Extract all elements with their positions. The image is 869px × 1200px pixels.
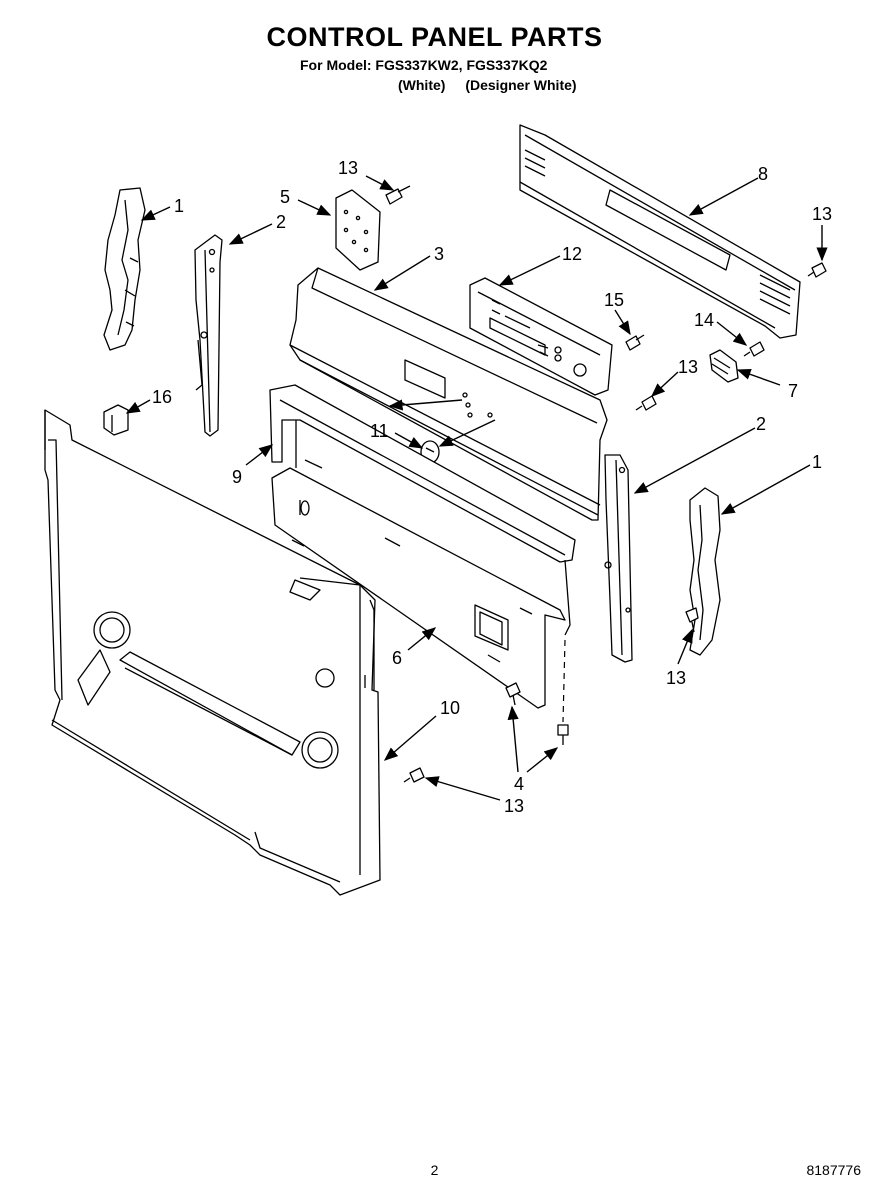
color-white: (White) [398, 77, 446, 93]
screw-part [557, 724, 569, 745]
callout-1-left: 1 [174, 196, 184, 216]
document-number: 8187776 [806, 1162, 861, 1178]
screw-part [403, 767, 425, 783]
screw-part [685, 607, 699, 633]
callout-13-mid: 13 [678, 357, 698, 377]
callout-1-right: 1 [812, 452, 822, 472]
callout-14: 14 [694, 310, 714, 330]
rear-trim-part [519, 124, 801, 339]
screw-part [625, 334, 645, 351]
color-variants: (White) (Designer White) [398, 77, 593, 93]
control-board-part [335, 189, 381, 271]
clip-part [103, 404, 129, 436]
callout-12: 12 [562, 244, 582, 264]
callout-labels: 1 2 13 5 3 12 8 13 15 14 13 7 16 11 9 2 … [152, 158, 832, 816]
model-line: For Model: FGS337KW2, FGS337KQ2 [300, 57, 548, 73]
callout-13-top: 13 [338, 158, 358, 178]
callout-3: 3 [434, 244, 444, 264]
callout-2-left: 2 [276, 212, 286, 232]
right-end-cap-part [689, 487, 721, 656]
screw-part [635, 395, 657, 411]
trim-frame-part [269, 384, 576, 563]
callout-9: 9 [232, 467, 242, 487]
callout-2-right: 2 [756, 414, 766, 434]
callout-6: 6 [392, 648, 402, 668]
screw-part [505, 682, 521, 706]
callout-5: 5 [280, 187, 290, 207]
electronic-clock-module-part [469, 277, 613, 396]
rear-panel-part [44, 409, 381, 896]
screw-part [743, 341, 765, 357]
leader-lines [125, 175, 828, 801]
lower-panel-part [271, 467, 571, 709]
callout-7: 7 [788, 381, 798, 401]
assembly-guide-line [562, 639, 566, 723]
screw-part [807, 262, 827, 278]
callout-13-right-top: 13 [812, 204, 832, 224]
page-number: 2 [430, 1162, 439, 1178]
left-bracket-part [194, 234, 223, 437]
right-bracket-part [604, 454, 633, 663]
callout-11: 11 [370, 421, 389, 441]
color-designer-white: (Designer White) [465, 77, 577, 93]
page-title: CONTROL PANEL PARTS [266, 22, 603, 52]
callout-4: 4 [514, 774, 524, 794]
callout-15: 15 [604, 290, 624, 310]
screw-part [385, 185, 411, 205]
callout-10: 10 [440, 698, 460, 718]
callout-16: 16 [152, 387, 172, 407]
callout-13-bottom: 13 [504, 796, 524, 816]
callout-8: 8 [758, 164, 768, 184]
small-bracket-part [709, 349, 739, 383]
callout-13-right-bottom: 13 [666, 668, 686, 688]
left-end-cap-part [103, 187, 146, 351]
